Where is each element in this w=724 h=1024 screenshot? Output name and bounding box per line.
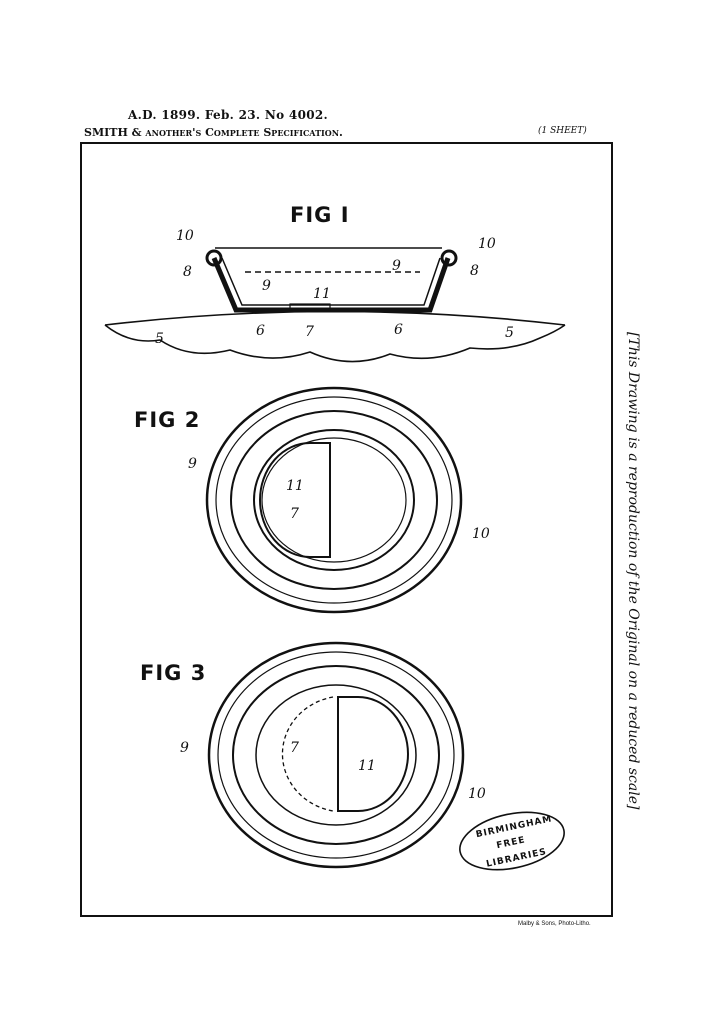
patent-date-number: A.D. 1899. Feb. 23. No 4002. <box>128 108 329 122</box>
fig2-plan-view <box>205 386 463 614</box>
ref-11: 11 <box>358 758 376 774</box>
ref-10: 10 <box>468 786 486 802</box>
ref-9: 9 <box>180 740 189 756</box>
reproduction-note: [This Drawing is a reproduction of the O… <box>625 332 641 810</box>
ref-8: 8 <box>183 264 192 280</box>
ref-10: 10 <box>478 236 496 252</box>
ref-7: 7 <box>290 740 299 756</box>
ref-5: 5 <box>155 331 164 347</box>
printer-credit: Malby & Sons, Photo-Litho. <box>518 921 591 927</box>
ref-11: 11 <box>286 478 304 494</box>
library-stamp: BIRMINGHAM FREE LIBRARIES <box>459 811 565 871</box>
stamp-line1: BIRMINGHAM <box>475 814 553 840</box>
drawing-frame <box>80 142 613 917</box>
fig2-labels: 9 11 7 10 <box>188 456 490 542</box>
ref-5: 5 <box>505 325 514 341</box>
ref-8: 8 <box>470 263 479 279</box>
ref-11: 11 <box>313 286 331 302</box>
ref-9: 9 <box>262 278 271 294</box>
ref-6: 6 <box>256 323 265 339</box>
fig3-labels: 9 7 11 10 <box>180 740 486 802</box>
fig1-labels: 10 8 9 9 10 8 11 7 6 6 5 5 <box>155 228 514 347</box>
specification-title: SMITH & another's Complete Specification… <box>84 126 343 139</box>
ref-10: 10 <box>176 228 194 244</box>
stamp-line2: FREE <box>496 835 527 851</box>
ref-7: 7 <box>305 324 314 340</box>
ref-9: 9 <box>188 456 197 472</box>
stamp-line3: LIBRARIES <box>485 847 547 870</box>
fig1-title: FIG I <box>290 203 350 227</box>
fig1-cross-section <box>104 247 566 363</box>
fig3-plan-view <box>207 641 465 869</box>
ref-9: 9 <box>392 258 401 274</box>
ref-7: 7 <box>290 506 299 522</box>
sheet-count: (1 SHEET) <box>538 126 587 136</box>
ref-10: 10 <box>472 526 490 542</box>
fig2-title: FIG 2 <box>134 408 200 432</box>
fig3-title: FIG 3 <box>140 661 206 685</box>
ref-6: 6 <box>394 322 403 338</box>
